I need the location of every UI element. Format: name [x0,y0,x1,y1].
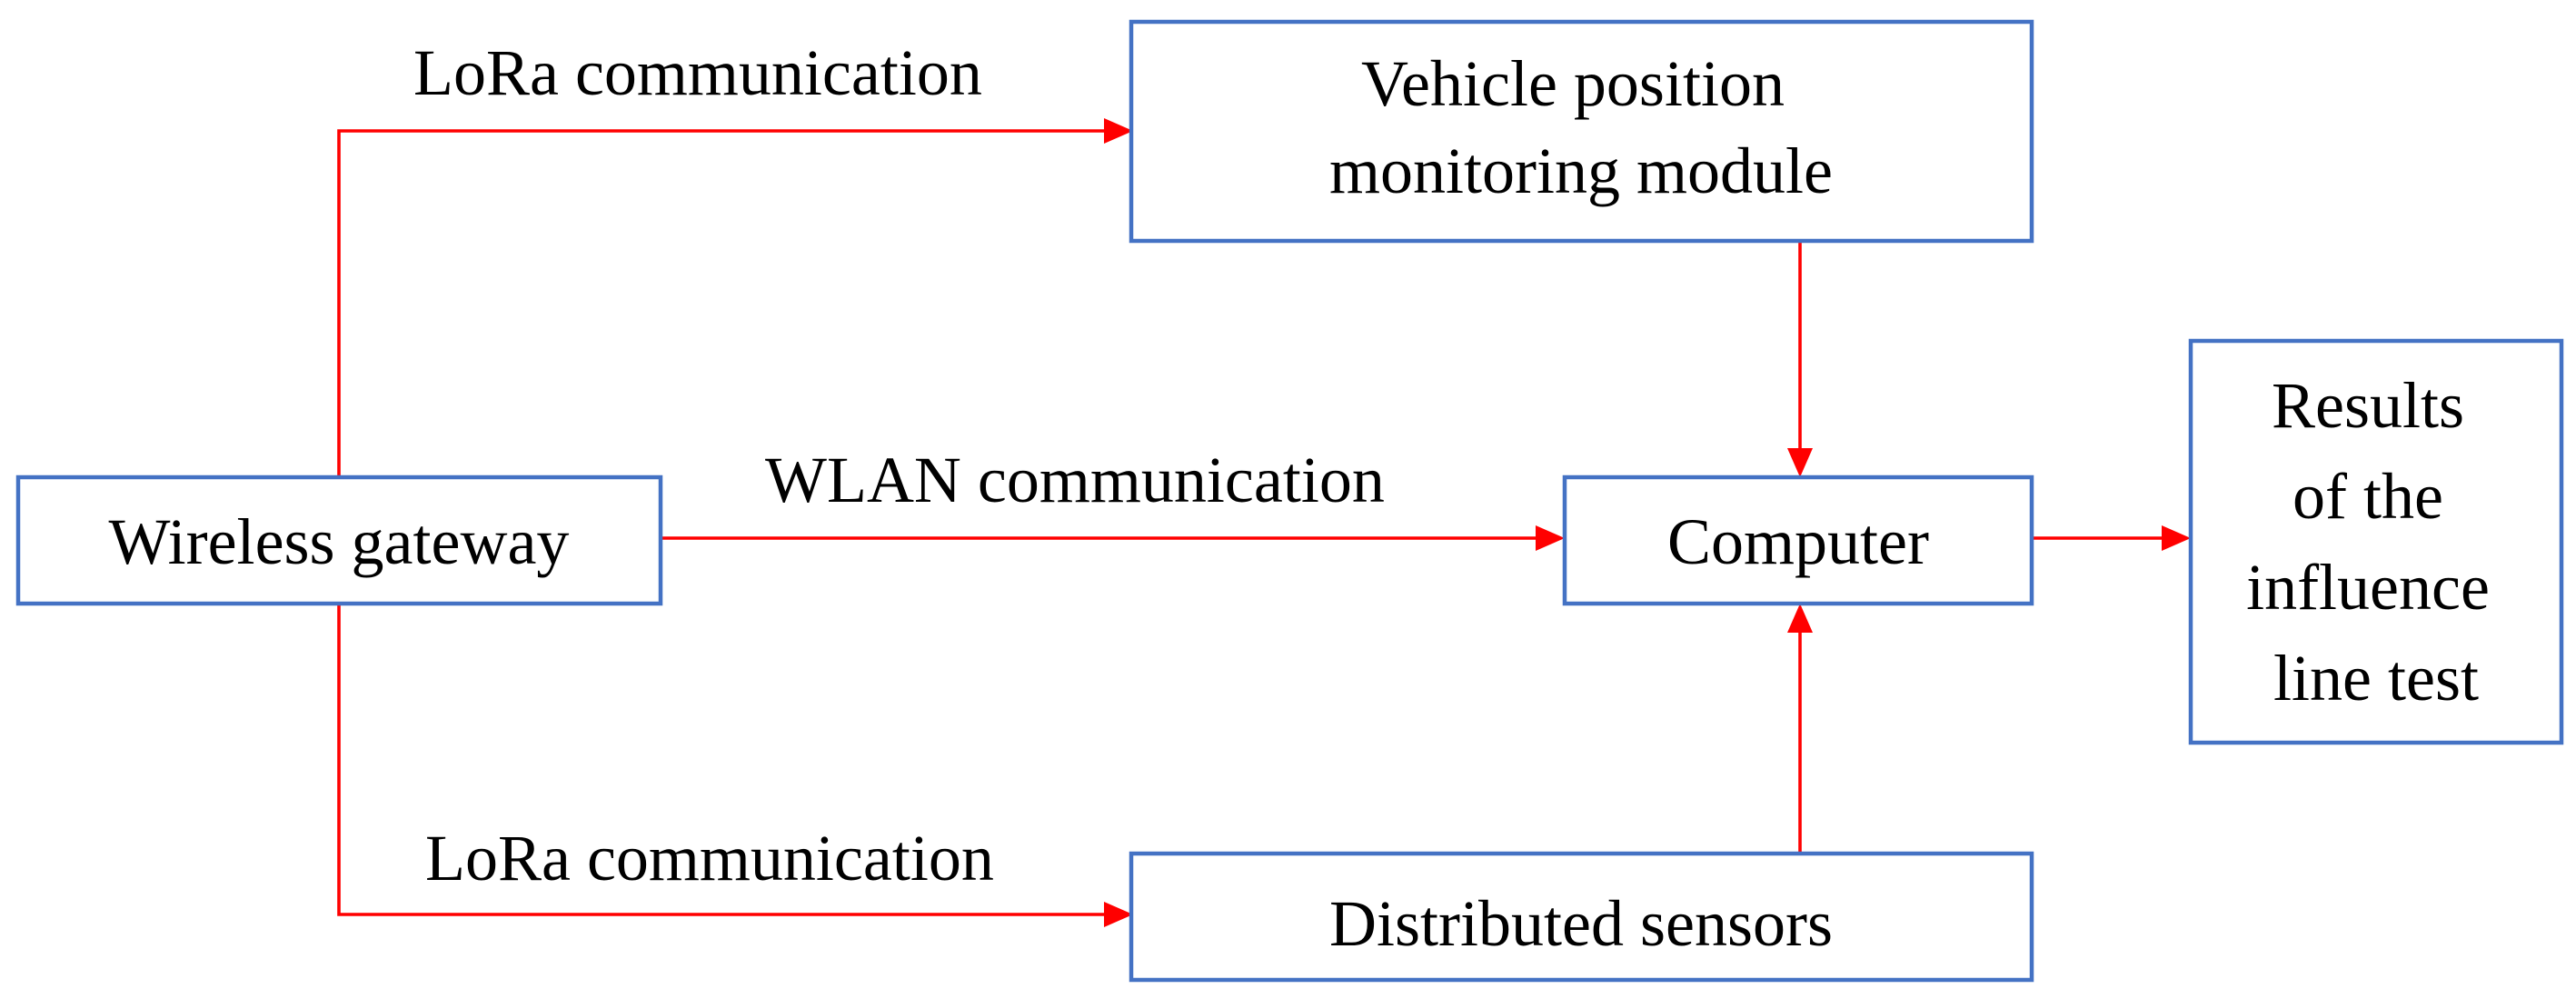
edge-label-lora-top: LoRa communication [413,36,982,109]
node-label: Wireless gateway [109,505,570,578]
node-distributed-sensors: Distributed sensors [1129,851,2034,983]
node-label: Results of the influence line test [2246,369,2506,714]
node-computer: Computer [1562,475,2034,606]
node-label-line: monitoring module [1329,135,1833,207]
node-label: Distributed sensors [1329,887,1833,960]
node-label-line: Vehicle position [1361,47,1785,120]
arrowhead [1536,525,1565,551]
node-label-line: Results [2272,369,2464,442]
node-results-influence-line-test: Results of the influence line test [2188,338,2564,745]
node-vehicle-position-monitoring-module: Vehicle position monitoring module [1129,19,2034,244]
arrowhead [1787,604,1813,633]
arrowhead [1104,902,1133,927]
node-label: Computer [1667,505,1929,578]
node-label-line: of the [2293,460,2443,533]
node-label-line: line test [2273,642,2479,714]
edge-computer-to-results [2032,525,2191,551]
arrowhead [1787,448,1813,477]
edge-sensors-to-computer [1787,604,1813,854]
edge-label-wlan: WLAN communication [765,444,1385,516]
edge-label-lora-bottom: LoRa communication [425,822,994,894]
edge-gateway-to-computer: WLAN communication [661,444,1565,551]
arrowhead [1104,118,1133,144]
node-label-line: influence [2246,551,2490,624]
node-label-line: Computer [1667,505,1929,578]
edge-gateway-to-vehicle: LoRa communication [337,36,1133,477]
node-wireless-gateway: Wireless gateway [15,475,663,606]
edge-gateway-to-sensors: LoRa communication [337,604,1133,927]
node-label: Vehicle position monitoring module [1329,47,1833,207]
node-label-line: Distributed sensors [1329,887,1833,960]
arrowhead [2162,525,2191,551]
edge-vehicle-to-computer [1787,241,1813,477]
node-label-line: Wireless gateway [109,505,570,578]
